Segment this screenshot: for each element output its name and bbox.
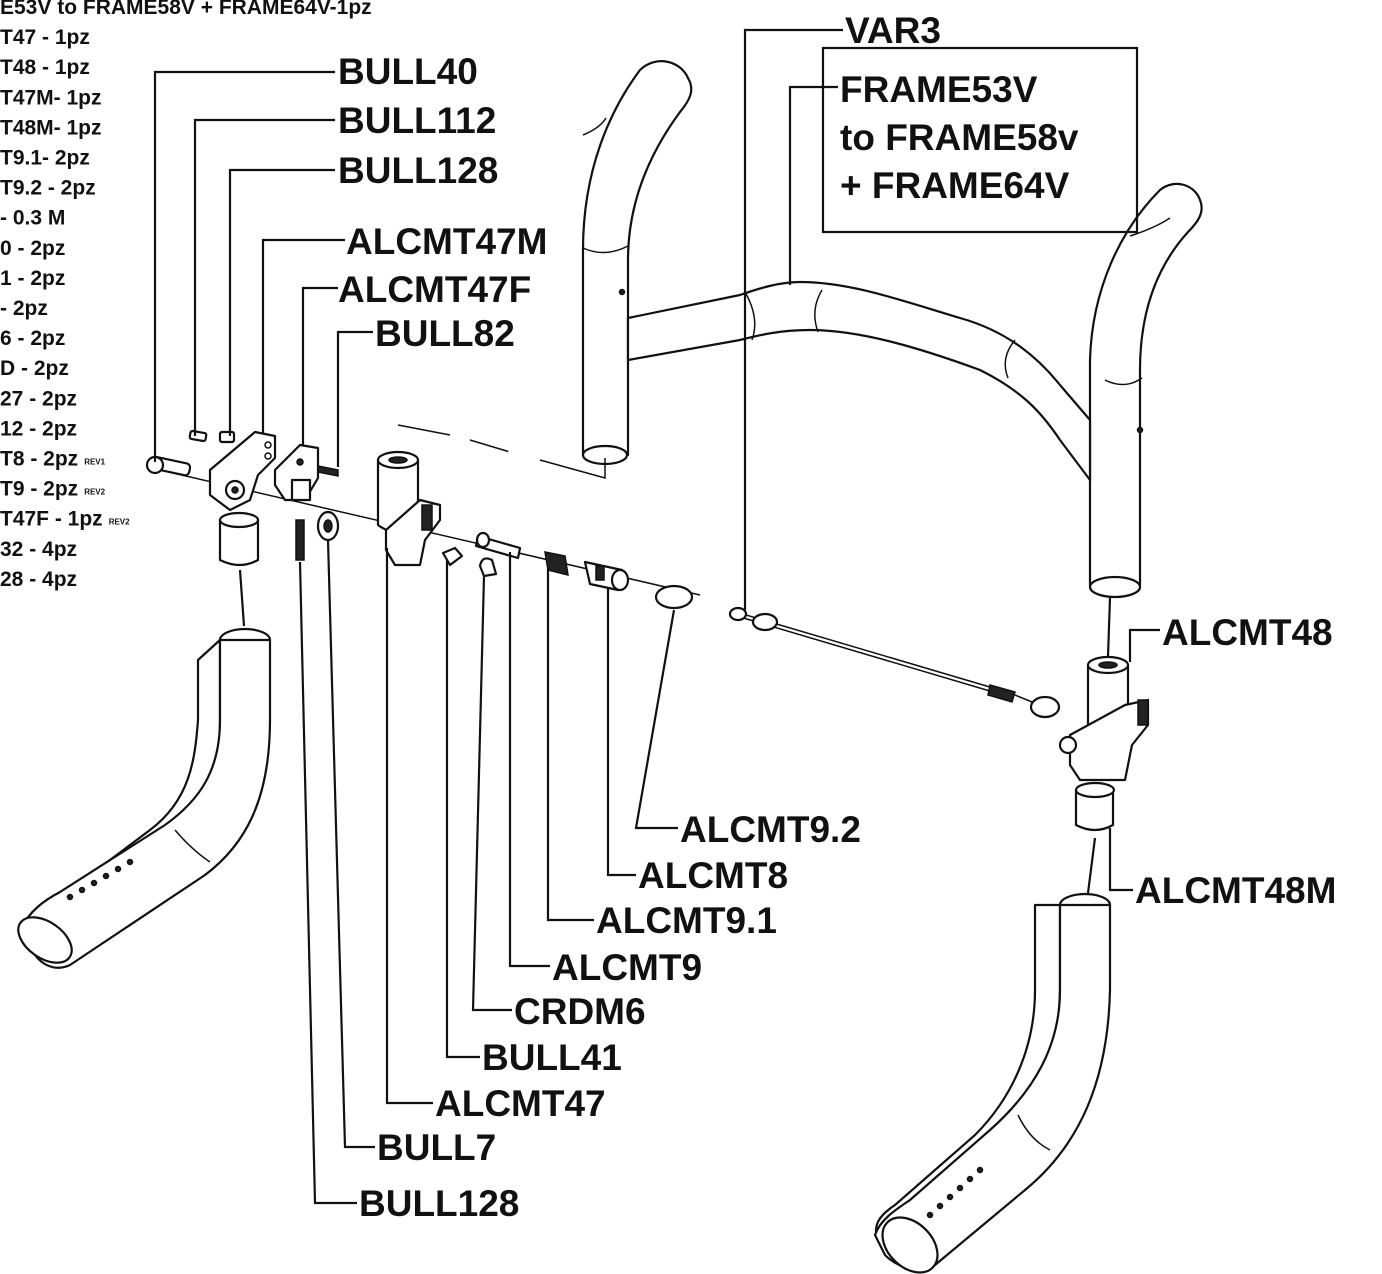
label-alcmt48m: ALCMT48M xyxy=(1135,870,1336,911)
bom-line: T48M- 1pz xyxy=(0,116,102,139)
bom-line: 28 - 4pz xyxy=(0,568,77,591)
bom-line: - 0.3 M xyxy=(0,207,65,230)
bom-line: T48 - 1pz xyxy=(0,56,90,79)
callout-labels: BULL40 BULL112 BULL128 ALCMT47M ALCMT47F… xyxy=(338,10,1336,1224)
bom-line: T9 - 2pz xyxy=(0,478,78,501)
bom-rev-tag: REV1 xyxy=(84,458,105,467)
bom-line: T47F - 1pz xyxy=(0,508,103,531)
label-alcmt9-1: ALCMT9.1 xyxy=(596,900,777,941)
bom-line: 0 - 2pz xyxy=(0,237,65,260)
bom-rev-tag: REV2 xyxy=(84,488,105,497)
bom-line: T9.1- 2pz xyxy=(0,147,90,170)
label-frame-line2: to FRAME58v xyxy=(840,117,1079,158)
label-bull41: BULL41 xyxy=(482,1037,622,1078)
label-alcmt47m: ALCMT47M xyxy=(346,221,547,262)
label-frame-line1: FRAME53V xyxy=(840,69,1038,110)
label-alcmt8: ALCMT8 xyxy=(638,855,788,896)
label-var3: VAR3 xyxy=(845,10,941,51)
bom-line: T47M- 1pz xyxy=(0,86,102,109)
label-bull7: BULL7 xyxy=(377,1127,496,1168)
right-hinge-assembly xyxy=(1058,655,1150,832)
left-hinge-assembly xyxy=(145,424,701,610)
label-alcmt48: ALCMT48 xyxy=(1162,612,1333,653)
bom-line: T9.2 - 2pz xyxy=(0,177,96,200)
label-alcmt9-2: ALCMT9.2 xyxy=(680,809,861,850)
bom-line: D - 2pz xyxy=(0,357,69,380)
label-bull82: BULL82 xyxy=(375,313,515,354)
label-alcmt47f: ALCMT47F xyxy=(338,269,531,310)
bom-line: T8 - 2pz xyxy=(0,448,78,471)
frame-assembly xyxy=(581,60,1203,599)
bom-line: 12 - 2pz xyxy=(0,417,77,440)
bom-line: T47 - 1pz xyxy=(0,26,90,49)
callout-leaders xyxy=(153,28,1160,1205)
bom-line: - 2pz xyxy=(0,297,48,320)
bom-rev-tag: REV2 xyxy=(109,518,130,527)
bom-line: E53V to FRAME58V + FRAME64V-1pz xyxy=(0,0,372,19)
label-alcmt47: ALCMT47 xyxy=(435,1083,606,1124)
var3-cable xyxy=(728,606,1061,719)
bom-line: 6 - 2pz xyxy=(0,327,65,350)
label-crdm6: CRDM6 xyxy=(514,991,646,1032)
bom-line: 32 - 4pz xyxy=(0,538,77,561)
label-bull112: BULL112 xyxy=(338,100,496,141)
label-frame-line3: + FRAME64V xyxy=(840,165,1070,206)
label-bull40: BULL40 xyxy=(338,51,478,92)
left-lower-leg xyxy=(17,627,272,969)
bom-line: 27 - 2pz xyxy=(0,387,77,410)
label-alcmt9: ALCMT9 xyxy=(552,947,702,988)
bom-line: 1 - 2pz xyxy=(0,267,65,290)
label-bull128-top: BULL128 xyxy=(338,150,498,191)
label-bull128-bottom: BULL128 xyxy=(359,1183,519,1224)
right-lower-leg xyxy=(873,892,1112,1274)
